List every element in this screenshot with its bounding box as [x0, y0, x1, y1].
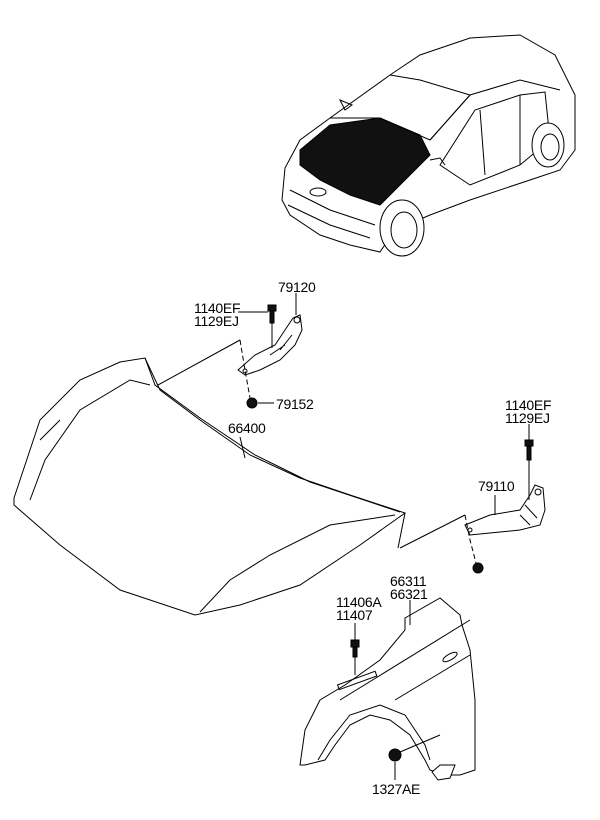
label-fender-bolt-1: 11406A — [336, 594, 382, 610]
hood-panel — [13, 357, 407, 616]
label-bolt-lh-1: 1140EF — [194, 300, 240, 316]
car-overview-illustration — [281, 34, 576, 257]
label-fender-bolt-2: 11407 — [336, 607, 373, 623]
label-fender-1: 66311 — [390, 573, 427, 589]
label-hinge-rh: 79110 — [478, 478, 515, 494]
label-hinge-lh: 79120 — [278, 279, 316, 295]
front-fender — [299, 597, 476, 781]
label-fender-2: 66321 — [390, 586, 428, 602]
fender-bolt-icon — [350, 639, 360, 658]
label-bolt-rh-2: 1129EJ — [505, 410, 550, 426]
label-fender-nut: 1327AE — [372, 781, 420, 797]
label-bolt-lh-2: 1129EJ — [194, 313, 239, 329]
fender-nut-icon — [388, 748, 402, 762]
label-hood: 66400 — [228, 420, 266, 436]
label-bolt-rh-1: 1140EF — [505, 397, 551, 413]
nut-lh-icon — [246, 397, 258, 409]
bolt-rh-icon — [524, 439, 534, 461]
label-nut-lh: 79152 — [276, 396, 314, 412]
bolt-lh-icon — [267, 304, 277, 324]
hinge-lh — [237, 314, 303, 376]
nut-rh-icon — [472, 562, 484, 574]
hinge-rh — [464, 484, 546, 536]
